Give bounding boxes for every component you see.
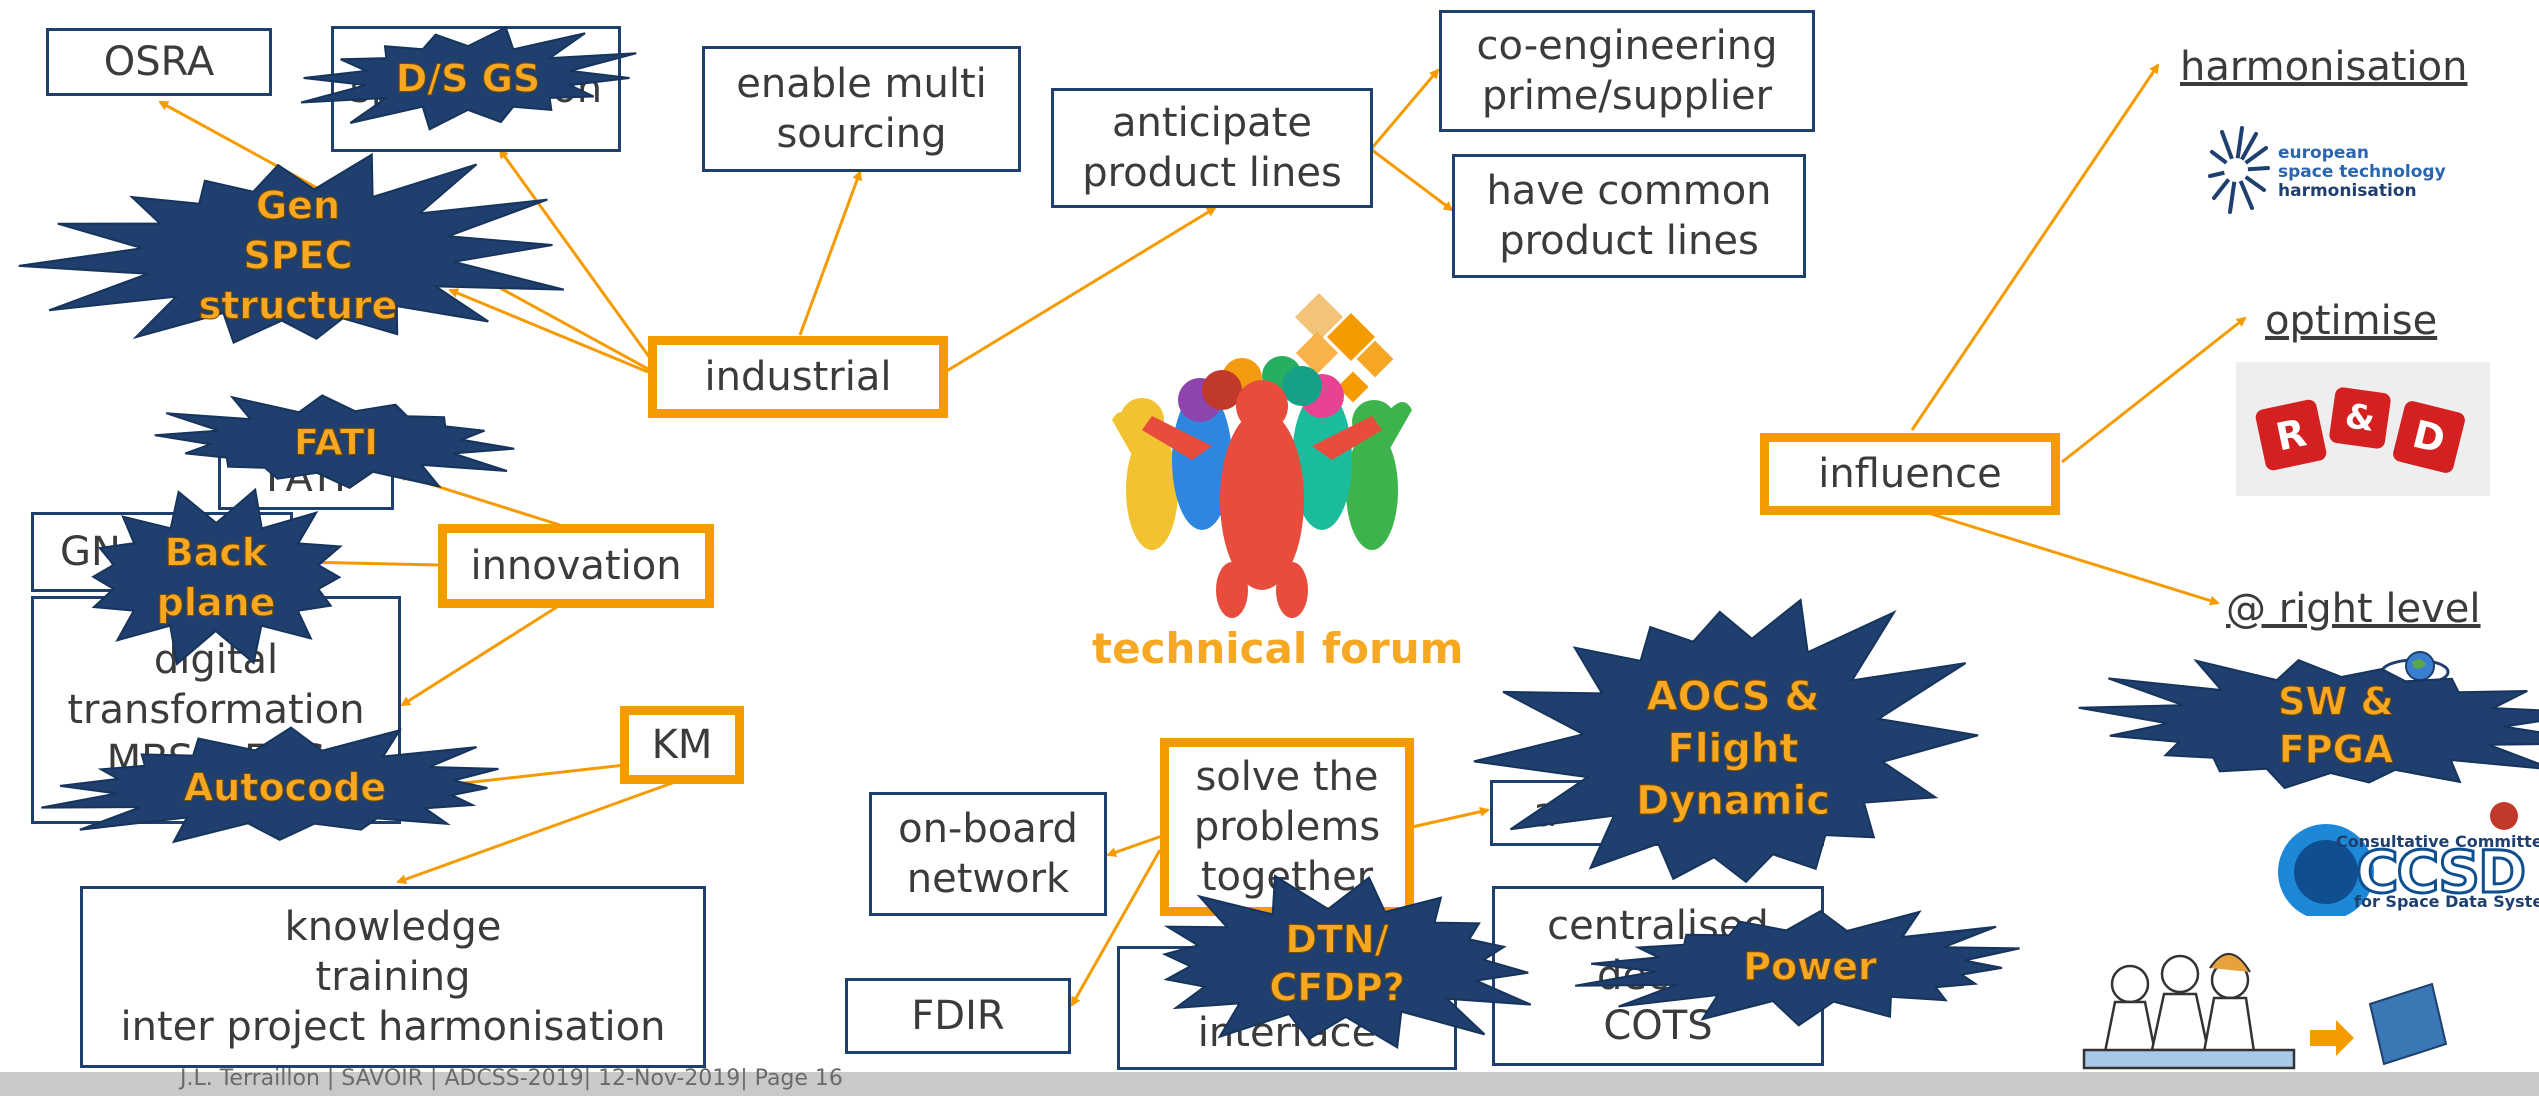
- starburst-autocode: Autocode: [41, 726, 499, 844]
- starburst-label: SPEC: [243, 233, 352, 277]
- ccsds-logo-icon: CCSDS: [2278, 802, 2526, 916]
- starburst-label: SW &: [2278, 679, 2394, 723]
- arrow-anticipate-coeng: [1370, 68, 1440, 149]
- arrow-anticipate-common: [1371, 148, 1454, 212]
- building-blocks-cartoon: [2082, 953, 2448, 1070]
- starburst-swfpga: SW &FPGA: [2078, 658, 2539, 790]
- technical-forum-graphic: [1112, 292, 1412, 618]
- arrow-industrial-spec: [498, 148, 657, 366]
- starburst-shape: [1161, 874, 1532, 1050]
- arrow-innovation-digital: [400, 598, 569, 707]
- arrow-km-knowledge: [396, 780, 676, 884]
- arrow-solve-a: [1411, 806, 1490, 829]
- starburst-label: structure: [199, 283, 398, 327]
- starburst-shape: [154, 394, 515, 490]
- starburst-shape: [300, 26, 637, 131]
- arrow-influence-rightlevel: [1924, 510, 2220, 606]
- influence-hub: influence: [1760, 433, 2060, 515]
- arrow-influence-harmonisation: [1910, 63, 2160, 431]
- starburst-label: Autocode: [184, 765, 386, 809]
- starburst-label: Flight: [1668, 726, 1799, 772]
- starburst-label: Back: [165, 530, 268, 574]
- esth-logo-text: european space technology harmonisation: [2278, 143, 2446, 201]
- right-level-link[interactable]: @ right level: [2226, 586, 2481, 632]
- esth-logo-icon: [2208, 126, 2270, 214]
- starburst-label: CFDP?: [1269, 965, 1404, 1009]
- starburst-shape: [41, 726, 499, 844]
- starburst-shape: [1575, 910, 2020, 1027]
- arrow-solve-fdir: [1070, 849, 1162, 1007]
- ccsds-caption-line1: Consultative Committee: [2336, 832, 2539, 851]
- starburst-label: plane: [157, 580, 276, 624]
- starburst-dsgs: D/S GS: [300, 26, 637, 131]
- footer-bar: J.L. Terraillon | SAVOIR | ADCSS-2019| 1…: [0, 1066, 2539, 1096]
- arrow-solve-onboard: [1106, 834, 1163, 858]
- starburst-label: Gen: [256, 183, 340, 227]
- fdir-box: FDIR: [845, 978, 1071, 1054]
- industrial-hub: industrial: [648, 336, 948, 418]
- harmonisation-link[interactable]: harmonisation: [2180, 44, 2468, 90]
- starburst-power: Power: [1575, 910, 2020, 1027]
- rnd-image: R & D: [2236, 362, 2490, 496]
- crowd-figures: [1112, 356, 1412, 618]
- starburst-label: FATI: [294, 423, 377, 464]
- arrow-industrial-multisourcing: [798, 170, 862, 336]
- starburst-label: Dynamic: [1636, 778, 1830, 824]
- km-hub: KM: [620, 706, 744, 784]
- starburst-shape: [2078, 658, 2539, 790]
- starburst-backplane: Back plane: [91, 487, 343, 666]
- arrow-industrial-genspec: [448, 288, 649, 374]
- starburst-shape: [91, 487, 343, 666]
- starburst-shape: [1473, 598, 1979, 884]
- starburst-label: Power: [1743, 944, 1877, 988]
- ccsds-caption-line2: for Space Data Systems: [2354, 892, 2539, 911]
- ccsds-wordmark: CCSDS: [2356, 838, 2526, 906]
- innovation-hub: innovation: [438, 524, 714, 608]
- starburst-label: AOCS &: [1647, 674, 1820, 720]
- osra-box: OSRA: [46, 28, 272, 96]
- starburst-dtn: DTN/CFDP?: [1161, 874, 1532, 1050]
- arrow-industrial-anticipate: [944, 206, 1217, 374]
- arrow-influence-optimise: [2061, 316, 2247, 464]
- starburst-fati: FATI: [154, 394, 515, 490]
- starburst-shape: [18, 152, 565, 344]
- optimise-link[interactable]: optimise: [2265, 298, 2438, 344]
- starburst-label: DTN/: [1285, 917, 1388, 961]
- starburst-label: FPGA: [2279, 727, 2394, 771]
- arrow-innovation-gnc: [300, 557, 441, 568]
- starburst-label: D/S GS: [396, 56, 541, 100]
- footer-text: J.L. Terraillon | SAVOIR | ADCSS-2019| 1…: [180, 1066, 843, 1091]
- technical-forum-label: technical forum: [1092, 624, 1464, 673]
